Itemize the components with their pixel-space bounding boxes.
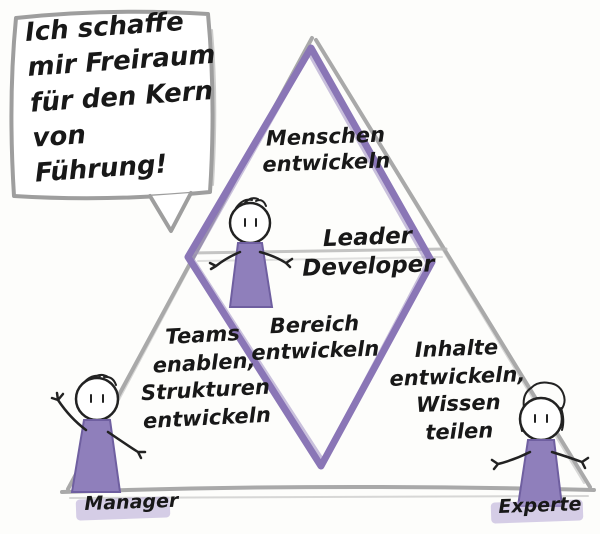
manager-figure xyxy=(50,373,147,493)
speech-bubble xyxy=(9,9,217,233)
experte-figure xyxy=(490,381,590,507)
label-experte: Experte xyxy=(498,493,582,518)
label-teams-enablen: Teams enablen, Strukturen entwickeln xyxy=(140,321,272,434)
label-menschen-entwickeln: Menschen entwickeln xyxy=(261,122,391,178)
speech-bubble-text: Ich schaffe mir Freiraum für den Kern vo… xyxy=(24,6,217,190)
diamond-outline xyxy=(184,44,436,470)
label-inhalte-entwickeln: Inhalte entwickeln, Wissen teilen xyxy=(389,335,526,445)
label-manager: Manager xyxy=(84,489,179,515)
label-leader-developer: Leader Developer xyxy=(301,222,436,282)
leader-figure xyxy=(208,197,294,308)
